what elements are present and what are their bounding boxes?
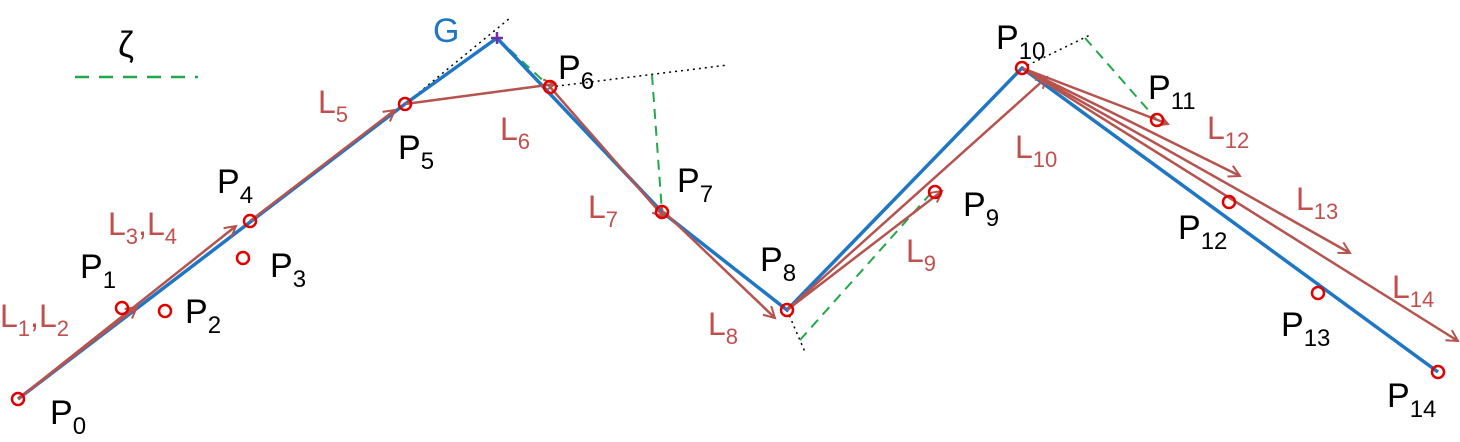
point-marker-9 xyxy=(927,184,943,200)
dashed-line-g xyxy=(496,37,551,88)
dotted-guide-g xyxy=(404,17,511,105)
point-label-13: P13 xyxy=(1281,306,1330,352)
point-label-3: P3 xyxy=(270,247,306,293)
segment-label-2: L5 xyxy=(318,84,348,127)
point-label-5: P5 xyxy=(398,129,434,175)
point-marker-5 xyxy=(397,96,413,112)
point-marker-3 xyxy=(235,250,251,266)
point-marker-11 xyxy=(1149,112,1165,128)
legend: ζ xyxy=(75,24,198,79)
dotted-guide-p10 xyxy=(1021,34,1091,69)
segment-label-7: L10 xyxy=(1015,129,1057,172)
segment-label-6: L9 xyxy=(906,233,936,276)
arrow-9 xyxy=(1021,66,1240,176)
point-label-11: P11 xyxy=(1148,69,1196,115)
point-label-4: P4 xyxy=(217,163,253,209)
arrow-2 xyxy=(249,110,395,222)
segment-label-0: L1,L2 xyxy=(0,298,69,341)
point-label-0: P0 xyxy=(50,394,86,440)
g-marker xyxy=(491,32,503,44)
point-marker-14 xyxy=(1430,364,1446,380)
arrow-4 xyxy=(549,86,664,217)
point-label-2: P2 xyxy=(185,293,221,339)
dashed-line-p11 xyxy=(1084,37,1158,121)
segment-label-3: L6 xyxy=(500,111,530,154)
point-marker-10 xyxy=(1014,60,1030,76)
arrow-7 xyxy=(786,77,1047,311)
segment-label-9: L13 xyxy=(1296,181,1338,224)
arrow-6 xyxy=(786,191,942,311)
point-marker-12 xyxy=(1221,194,1237,210)
segment-arrows xyxy=(17,66,1458,400)
point-marker-6 xyxy=(542,79,558,95)
arrow-8 xyxy=(1021,66,1168,124)
arrow-5 xyxy=(663,211,775,318)
segment-label-8: L12 xyxy=(1207,110,1249,153)
point-marker-0 xyxy=(10,391,26,407)
point-label-12: P12 xyxy=(1178,209,1227,255)
point-label-7: P7 xyxy=(677,162,713,208)
segment-label-10: L14 xyxy=(1392,269,1434,312)
point-marker-7 xyxy=(654,204,670,220)
dashed-line-p7 xyxy=(651,74,663,213)
point-marker-1 xyxy=(114,300,130,316)
point-markers xyxy=(10,60,1446,407)
segment-label-1: L3,L4 xyxy=(108,206,177,249)
arrow-11 xyxy=(1021,66,1458,341)
point-label-10: P10 xyxy=(996,19,1045,65)
point-label-8: P8 xyxy=(760,241,796,287)
segment-label-5: L8 xyxy=(708,306,738,349)
point-marker-8 xyxy=(779,302,795,318)
point-marker-2 xyxy=(157,303,173,319)
point-label-6: P6 xyxy=(558,49,594,95)
legend-symbol: ζ xyxy=(118,24,134,65)
dotted-guide-p8 xyxy=(786,309,806,353)
dashed-perpendiculars xyxy=(496,37,1158,341)
segment-label-4: L7 xyxy=(588,189,618,232)
g-label: G xyxy=(433,12,459,50)
dotted-guides xyxy=(404,17,1091,353)
arrow-3 xyxy=(404,84,555,106)
point-label-9: P9 xyxy=(963,186,999,232)
arrow-10 xyxy=(1021,66,1350,255)
point-label-14: P14 xyxy=(1387,377,1436,423)
point-marker-13 xyxy=(1310,285,1326,301)
point-marker-4 xyxy=(242,213,258,229)
point-label-1: P1 xyxy=(80,248,116,294)
